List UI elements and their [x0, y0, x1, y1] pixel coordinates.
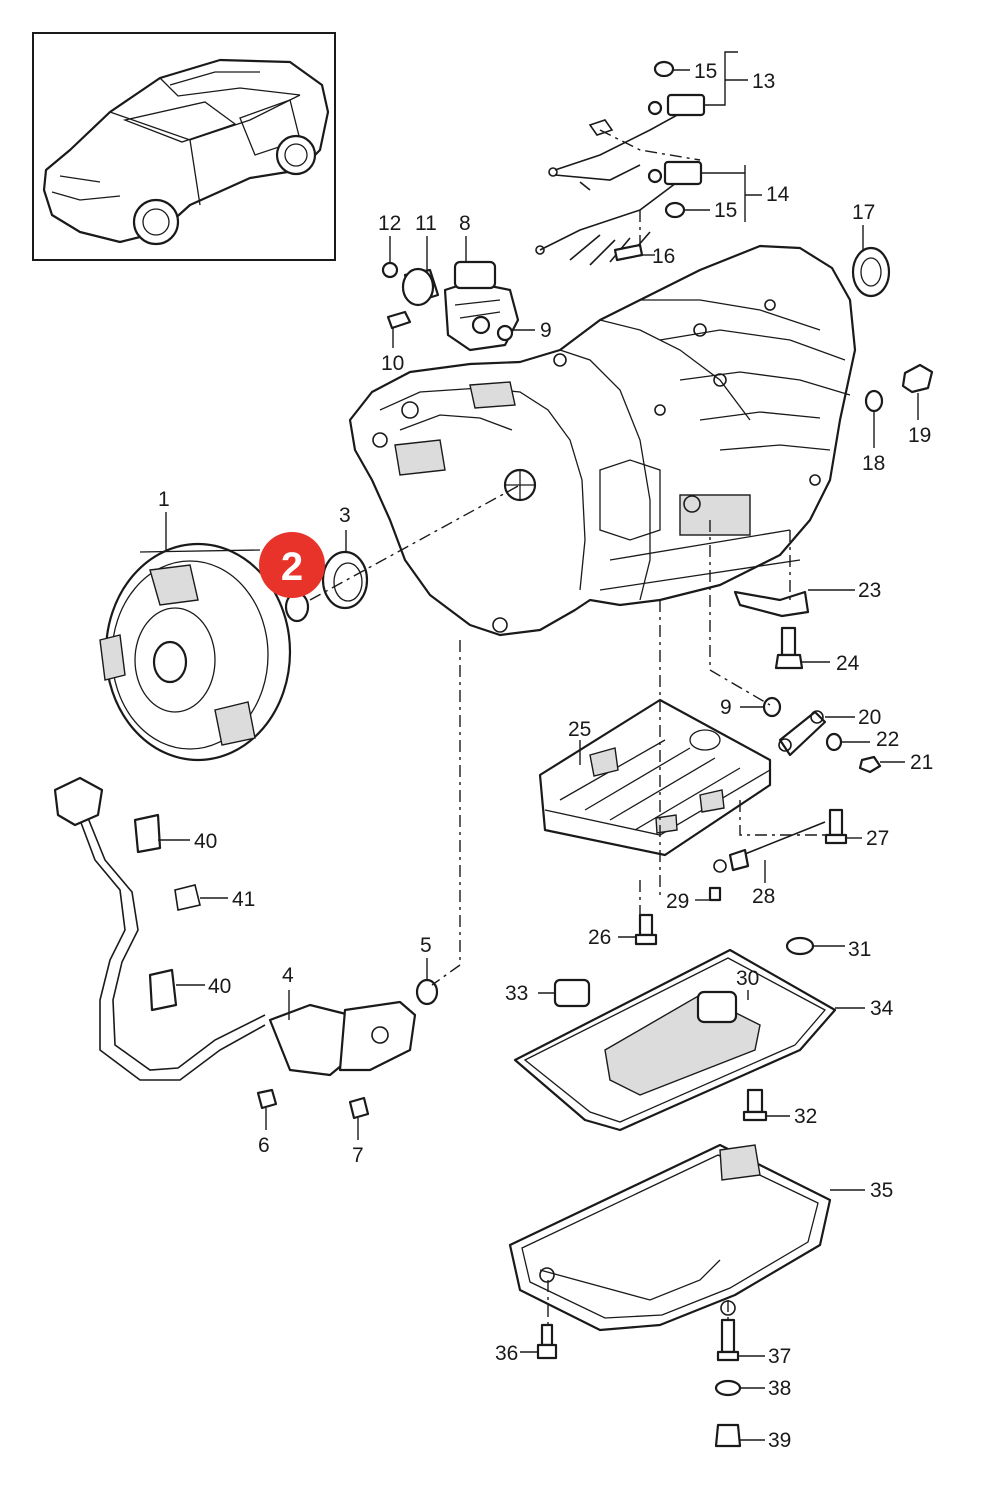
callout-21: 21: [910, 751, 933, 774]
callout-17: 17: [852, 201, 875, 224]
callout-9-top: 9: [540, 319, 552, 342]
callout-40-bottom: 40: [208, 975, 231, 998]
callout-1: 1: [158, 488, 170, 511]
callout-4: 4: [282, 964, 294, 987]
seal-parts: [284, 550, 369, 623]
callout-23: 23: [858, 579, 881, 602]
callout-36: 36: [495, 1342, 518, 1365]
vehicle-thumbnail: [32, 32, 336, 261]
callout-16: 16: [652, 245, 675, 268]
callout-7: 7: [352, 1144, 364, 1167]
callout-29: 29: [666, 890, 689, 913]
callout-33: 33: [505, 982, 528, 1005]
leader-lines: [158, 51, 919, 1441]
valve-plate-parts: [538, 698, 848, 946]
selector-and-harness: [53, 776, 439, 1120]
callout-32: 32: [794, 1105, 817, 1128]
callout-31: 31: [848, 938, 871, 961]
right-side-parts: [851, 246, 934, 413]
highlight-badge-circle: [259, 532, 325, 598]
callout-10: 10: [381, 352, 404, 375]
callout-8: 8: [459, 212, 471, 235]
callout-labels: 1 3 4 5 6 7 8 9 10 11 12 13 14 15 15 16 …: [158, 60, 933, 1452]
callout-28: 28: [752, 885, 775, 908]
callout-11: 11: [415, 212, 437, 235]
callout-18: 18: [862, 452, 885, 475]
callout-34: 34: [870, 997, 894, 1020]
callout-25: 25: [568, 718, 591, 741]
callout-6: 6: [258, 1134, 270, 1157]
callout-3: 3: [339, 504, 351, 527]
callout-15-mid: 15: [714, 199, 737, 222]
top-wiring-harness: [535, 60, 706, 266]
transmission-housing: [348, 244, 857, 637]
callout-15-top: 15: [694, 60, 717, 83]
assembly-axis-lines: [309, 129, 830, 1325]
callout-9-right: 9: [720, 696, 732, 719]
callout-5: 5: [420, 934, 432, 957]
callout-19: 19: [908, 424, 931, 447]
torque-converter: [99, 542, 292, 762]
callout-37: 37: [768, 1345, 791, 1368]
bracket-parts: [733, 590, 882, 774]
callout-40-top: 40: [194, 830, 217, 853]
highlight-badge: 2: [259, 532, 325, 598]
callout-12: 12: [378, 212, 401, 235]
oil-pan-parts: [508, 936, 837, 1448]
callout-22: 22: [876, 728, 899, 751]
callout-39: 39: [768, 1429, 791, 1452]
callout-27: 27: [866, 827, 889, 850]
callout-38: 38: [768, 1377, 791, 1400]
callout-24: 24: [836, 652, 860, 675]
highlight-badge-label: 2: [281, 545, 303, 589]
callout-41: 41: [232, 888, 255, 911]
callout-35: 35: [870, 1179, 893, 1202]
callout-20: 20: [858, 706, 881, 729]
callout-30: 30: [736, 967, 759, 990]
callout-26: 26: [588, 926, 611, 949]
callout-14: 14: [766, 183, 790, 206]
control-unit-parts: [381, 260, 520, 352]
callout-13: 13: [752, 70, 775, 93]
